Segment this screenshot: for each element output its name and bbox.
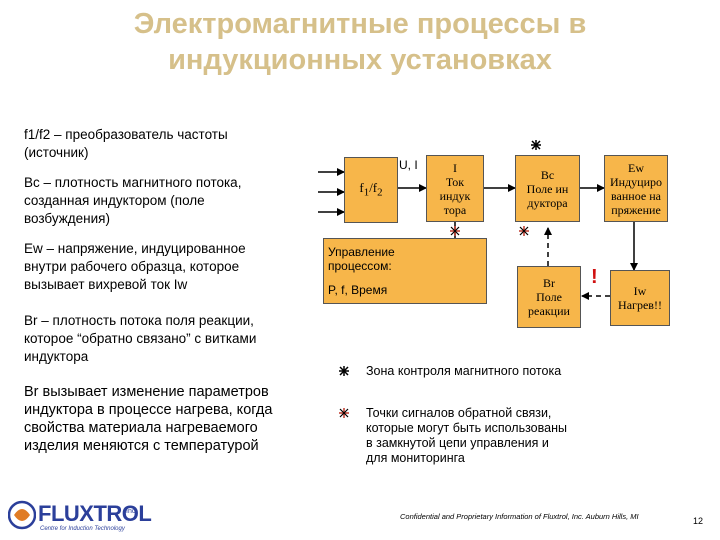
text-line: которое “обратно связано” с витками	[24, 331, 257, 346]
confidential-notice: Confidential and Proprietary Information…	[400, 512, 639, 521]
page-title: Электромагнитные процессы в индукционных…	[0, 6, 720, 78]
feedback-marker-icon	[519, 226, 529, 236]
text-line: индуктора в процессе нагрева, когда	[24, 402, 273, 418]
legend-feedback: Точки сигналов обратной связи, которые м…	[366, 406, 567, 466]
text-line: индуктора	[24, 349, 89, 364]
text-line: Br вызывает изменение параметров	[24, 384, 269, 400]
logo-subtitle: Centre for Induction Technology	[40, 526, 125, 532]
text-line: вызывает вихревой ток Iw	[24, 277, 188, 292]
box-line: процессом:	[328, 259, 392, 273]
paragraph-br-effect: Br вызывает изменение параметров индукто…	[24, 383, 314, 455]
paragraph-ew: Ew – напряжение, индуцированное внутри р…	[24, 240, 314, 294]
text-line: в замкнутой цепи управления и	[366, 436, 549, 450]
paragraph-br: Br – плотность потока поля реакции, кото…	[24, 312, 314, 366]
ui-label: U, I	[399, 158, 418, 172]
legend-flux-marker-icon	[339, 366, 349, 376]
box-line: Управление	[328, 245, 395, 259]
source-box: f1/f2	[344, 157, 398, 223]
box-line: тора	[443, 202, 467, 217]
text-line: Ew – напряжение, индуцированное	[24, 241, 246, 256]
bc-box: Bc Поле ин дуктора	[515, 155, 580, 222]
box-line: Bc	[540, 167, 555, 182]
text-line: f1/f2 – преобразователь частоты	[24, 127, 228, 142]
iw-box: Iw Нагрев!!	[610, 270, 670, 326]
flux-marker-icon	[531, 140, 541, 150]
text-line: созданная индуктором (поле	[24, 193, 205, 208]
box-line: Ток	[445, 174, 465, 189]
text-line: Br – плотность потока поля реакции,	[24, 313, 254, 328]
control-box: Управление процессом: P, f, Время	[323, 238, 487, 304]
paragraph-source: f1/f2 – преобразователь частоты (источни…	[24, 126, 314, 162]
ew-box: Ew Индуциро ванное на пряжение	[604, 155, 668, 222]
legend-zone: Зона контроля магнитного потока	[366, 364, 562, 378]
box-line: индук	[439, 188, 471, 203]
logo-text: FLUXTROL	[38, 501, 152, 526]
box-line: Ew	[628, 160, 644, 175]
box-line: Поле	[536, 290, 562, 304]
warning-mark: !	[591, 266, 598, 288]
text-line: (источник)	[24, 145, 89, 160]
box-line: пряжение	[611, 202, 661, 217]
box-line: дуктора	[527, 195, 568, 210]
box-line: Нагрев!!	[618, 298, 662, 312]
title-line-1: Электромагнитные процессы в	[133, 8, 587, 40]
logo-suffix: Inc.	[126, 508, 138, 515]
box-line: реакции	[528, 304, 570, 318]
page-number: 12	[693, 516, 704, 526]
br-box: Br Поле реакции	[517, 266, 581, 328]
box-line: P, f, Время	[328, 283, 388, 297]
source-box-label: f1/f2	[359, 179, 383, 199]
feedback-marker-icon	[450, 226, 460, 236]
text-line: внутри рабочего образца, которое	[24, 259, 240, 274]
fluxtrol-logo-icon	[8, 500, 36, 530]
box-line: Iw	[633, 284, 647, 298]
box-line: Поле ин	[526, 181, 569, 196]
text-line: для мониторинга	[366, 451, 465, 465]
paragraph-bc: Bc – плотность магнитного потока, создан…	[24, 174, 314, 228]
text-line: Bc – плотность магнитного потока,	[24, 175, 242, 190]
box-line: ванное на	[611, 188, 661, 203]
text-line: возбуждения)	[24, 211, 110, 226]
legend-feedback-marker-icon	[339, 408, 349, 418]
current-box: I Ток индук тора	[426, 155, 484, 222]
text-line: свойства материала нагреваемого	[24, 420, 258, 436]
text-line: Точки сигналов обратной связи,	[366, 406, 552, 420]
box-line: Br	[543, 276, 555, 290]
text-line: которые могут быть использованы	[366, 421, 567, 435]
fluxtrol-logo: FLUXTROL Inc. Centre for Induction Techn…	[8, 498, 152, 534]
title-line-2: индукционных установках	[168, 44, 552, 76]
box-line: Индуциро	[609, 174, 663, 189]
text-line: изделия меняются с температурой	[24, 438, 259, 454]
box-line: I	[453, 160, 457, 175]
